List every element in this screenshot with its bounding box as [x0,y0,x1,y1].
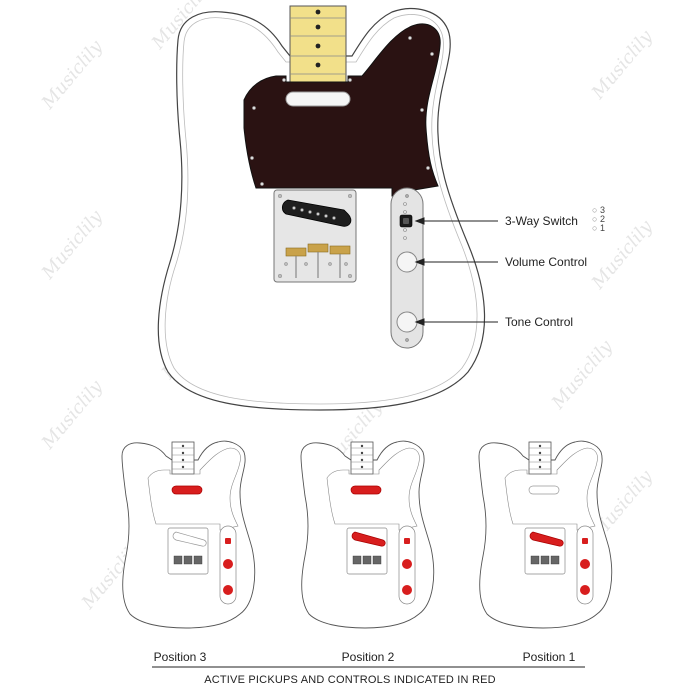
neck-pickup-indicator [528,485,560,495]
switch-position-3: 3 [599,205,605,215]
fret-marker [181,451,185,455]
fret-marker [360,451,364,455]
saddle [372,555,382,565]
watermark-text: Musiclily [547,336,617,414]
fret-marker [360,458,364,462]
position-guitar [121,440,256,629]
fret-marker [315,9,321,15]
switch-position-2: 2 [599,214,605,224]
position-3-label: Position 3 [153,650,207,664]
volume-callout-label: Volume Control [505,255,588,269]
neck-pickup-indicator [171,485,203,495]
fret-marker [315,24,321,30]
saddle [183,555,193,565]
volume-indicator [402,559,412,569]
switch-indicator [404,538,410,544]
watermark-text: Musiclily [37,206,107,284]
footer-note: ACTIVE PICKUPS AND CONTROLS INDICATED IN… [204,674,496,686]
bridge-pickup-indicator [351,531,386,547]
saddle [193,555,203,565]
position-diagrams [121,440,613,629]
fret-marker [538,465,542,469]
saddle [550,555,560,565]
volume-indicator [223,559,233,569]
fret-marker [538,451,542,455]
position-pickguard [504,447,598,531]
neck-pickup-indicator [350,485,382,495]
saddle [362,555,372,565]
bridge-saddles [285,243,351,278]
switch-indicator [225,538,231,544]
saddle [352,555,362,565]
position-guitar [300,440,435,629]
fret-marker [360,444,364,448]
switch-callout-label: 3-Way Switch [505,214,578,228]
neck-pickup [285,91,351,107]
switch-positions-legend: ○ 3 ○ 2 ○ 1 [592,205,605,233]
watermark-text: Musiclily [587,26,657,104]
fret-marker [315,43,321,49]
position-pickguard [147,447,241,531]
tone-knob [396,311,418,333]
bridge-pickup-indicator [529,531,564,547]
body-binding [164,14,478,405]
position-1-label: Position 1 [522,650,576,664]
position-2-label: Position 2 [341,650,395,664]
pickguard [243,23,441,197]
saddle [540,555,550,565]
volume-indicator [580,559,590,569]
saddle [530,555,540,565]
tone-indicator [402,585,412,595]
fret-marker [181,465,185,469]
bridge-pickup-indicator [172,531,207,547]
watermark-text: Musiclily [37,36,107,114]
volume-knob [396,251,418,273]
fret-marker [360,465,364,469]
main-guitar [157,5,498,411]
saddle [173,555,183,565]
position-guitar [478,440,613,629]
watermark-text: Musiclily [37,376,107,454]
fret-marker [181,444,185,448]
fret-marker [315,62,321,68]
callout-arrows [414,217,498,326]
position-pickguard [326,447,420,531]
tone-indicator [580,585,590,595]
fret-marker [538,444,542,448]
tone-indicator [223,585,233,595]
tone-callout-label: Tone Control [505,315,574,329]
switch-indicator [582,538,588,544]
fret-marker [538,458,542,462]
switch-position-1: 1 [599,223,605,233]
fret-marker [181,458,185,462]
